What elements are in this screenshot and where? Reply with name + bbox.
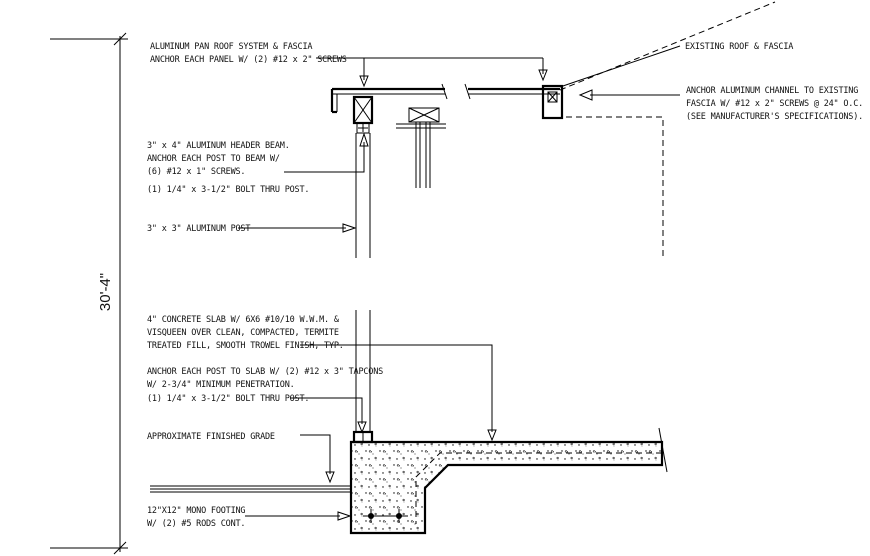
note-footing: 12"X12" MONO FOOTING W/ (2) #5 RODS CONT… xyxy=(147,506,246,529)
aluminum-channel xyxy=(541,84,664,258)
note-channel-line-1: ANCHOR ALUMINUM CHANNEL TO EXISTING xyxy=(686,86,858,96)
note-slab-line-3: TREATED FILL, SMOOTH TROWEL FINISH, TYP. xyxy=(147,341,344,351)
note-slab: 4" CONCRETE SLAB W/ 6X6 #10/10 W.W.M. & … xyxy=(147,315,344,351)
note-footing-line-2: W/ (2) #5 RODS CONT. xyxy=(147,519,245,529)
note-post-anchor-line-3: (1) 1/4" x 3-1/2" BOLT THRU POST. xyxy=(147,394,309,404)
note-existing-roof-line-1: EXISTING ROOF & FASCIA xyxy=(685,42,793,52)
note-existing-roof: EXISTING ROOF & FASCIA xyxy=(685,42,793,52)
note-grade-line-1: APPROXIMATE FINISHED GRADE xyxy=(147,432,275,442)
note-grade: APPROXIMATE FINISHED GRADE xyxy=(147,432,275,442)
note-header-beam-line-3: (6) #12 x 1" SCREWS. xyxy=(147,167,245,177)
slab-and-footing xyxy=(150,427,668,535)
note-header-beam: 3" x 4" ALUMINUM HEADER BEAM. ANCHOR EAC… xyxy=(147,141,309,195)
note-roof-system-line-2: ANCHOR EACH PANEL W/ (2) #12 x 2" SCREWS xyxy=(150,55,347,65)
height-dimension: 30'-4" xyxy=(50,32,128,555)
existing-roof-slope xyxy=(559,1,776,91)
note-channel-line-2: FASCIA W/ #12 x 2" SCREWS @ 24" O.C. xyxy=(686,99,863,109)
note-post-anchor-line-2: W/ 2-3/4" MINIMUM PENETRATION. xyxy=(147,380,295,390)
note-header-beam-line-1: 3" x 4" ALUMINUM HEADER BEAM. xyxy=(147,141,290,151)
note-channel: ANCHOR ALUMINUM CHANNEL TO EXISTING FASC… xyxy=(686,86,863,122)
note-post-anchor: ANCHOR EACH POST TO SLAB W/ (2) #12 x 3"… xyxy=(147,367,383,404)
note-post-anchor-line-1: ANCHOR EACH POST TO SLAB W/ (2) #12 x 3"… xyxy=(147,367,383,377)
height-dimension-label: 30'-4" xyxy=(97,273,114,311)
note-footing-line-1: 12"X12" MONO FOOTING xyxy=(147,506,245,516)
note-post-line-1: 3" x 3" ALUMINUM POST xyxy=(147,224,250,234)
header-beam xyxy=(352,95,374,134)
note-header-beam-line-4: (1) 1/4" x 3-1/2" BOLT THRU POST. xyxy=(147,185,309,195)
rebar-rods xyxy=(363,509,408,523)
aluminum-post xyxy=(355,133,371,432)
note-channel-line-3: (SEE MANUFACTURER'S SPECIFICATIONS). xyxy=(686,112,863,122)
roof-pan xyxy=(330,83,560,114)
intermediate-beam xyxy=(396,107,446,188)
leader-lines xyxy=(238,45,681,521)
note-post: 3" x 3" ALUMINUM POST xyxy=(147,224,251,234)
note-roof-system-line-1: ALUMINUM PAN ROOF SYSTEM & FASCIA xyxy=(150,42,312,52)
note-roof-system: ALUMINUM PAN ROOF SYSTEM & FASCIA ANCHOR… xyxy=(150,42,347,65)
note-slab-line-1: 4" CONCRETE SLAB W/ 6X6 #10/10 W.W.M. & xyxy=(147,315,340,325)
note-header-beam-line-2: ANCHOR EACH POST TO BEAM W/ xyxy=(147,154,280,164)
note-slab-line-2: VISQUEEN OVER CLEAN, COMPACTED, TERMITE xyxy=(147,328,339,338)
